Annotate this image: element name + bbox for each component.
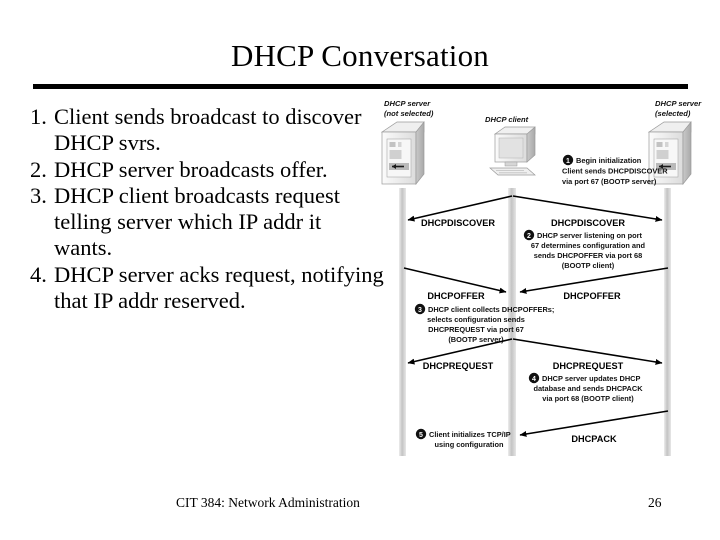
- desktop-computer-icon: [489, 126, 536, 176]
- footer-course-label: CIT 384: Network Administration: [176, 495, 360, 510]
- actor-label-server-right-line1: DHCP server: [655, 99, 702, 108]
- message-label-dhcpoffer-left: DHCPOFFER: [427, 291, 485, 301]
- message-arrow-dhcprequest-left: [407, 338, 513, 365]
- message-label-dhcpdiscover-left: DHCPDISCOVER: [421, 218, 495, 228]
- step-3-line-3: DHCPREQUEST via port 67: [428, 325, 524, 334]
- list-item-text: DHCP server acks request, notifying that…: [54, 261, 384, 314]
- list-item-text: DHCP server broadcasts offer.: [54, 156, 328, 182]
- step-4-line-1: DHCP server updates DHCP: [542, 374, 641, 383]
- list-item: 3. DHCP client broadcasts request tellin…: [24, 183, 384, 262]
- step-2-line-4: (BOOTP client): [562, 261, 615, 270]
- step-number-4: 4: [532, 376, 536, 383]
- message-arrow-dhcpoffer-right: [519, 267, 669, 294]
- message-arrow-dhcprequest-right: [512, 338, 663, 365]
- list-item: 4. DHCP server acks request, notifying t…: [24, 262, 384, 315]
- actor-label-server-left-line1: DHCP server: [384, 99, 431, 108]
- numbered-list: 1. Client sends broadcast to discover DH…: [24, 104, 384, 314]
- list-item-number: 2.: [30, 156, 47, 182]
- actor-label-server-right-line2: (selected): [655, 109, 691, 118]
- list-item: 2. DHCP server broadcasts offer.: [24, 157, 384, 183]
- footer-page-number: 26: [648, 495, 662, 510]
- step-callout-3: 3 DHCP client collects DHCPOFFERs; selec…: [414, 303, 554, 344]
- message-label-dhcprequest-right: DHCPREQUEST: [553, 361, 624, 371]
- step-number-5: 5: [419, 432, 423, 439]
- step-5-line-2: using configuration: [435, 440, 504, 449]
- title-divider: [33, 84, 688, 89]
- list-item-number: 3.: [30, 182, 47, 208]
- step-number-1: 1: [566, 158, 570, 165]
- step-3-line-4: (BOOTP server): [448, 335, 504, 344]
- step-1-line-2: Client sends DHCPDISCOVER: [562, 167, 668, 176]
- message-arrow-dhcpdiscover-right: [512, 195, 663, 222]
- step-2-line-3: sends DHCPOFFER via port 68: [534, 251, 642, 260]
- step-number-3: 3: [418, 307, 422, 314]
- step-callout-4: 4 DHCP server updates DHCP database and …: [528, 372, 643, 403]
- message-arrow-dhcpack: [519, 410, 669, 437]
- step-number-2: 2: [527, 233, 531, 240]
- step-2-line-1: DHCP server listening on port: [537, 231, 643, 240]
- message-label-dhcpdiscover-right: DHCPDISCOVER: [551, 218, 625, 228]
- list-item-number: 1.: [30, 104, 47, 129]
- message-label-dhcprequest-left: DHCPREQUEST: [423, 361, 494, 371]
- step-4-line-3: via port 68 (BOOTP client): [542, 394, 634, 403]
- message-arrow-dhcpoffer-left: [403, 267, 507, 294]
- step-3-line-1: DHCP client collects DHCPOFFERs;: [428, 305, 554, 314]
- step-callout-5: 5 Client initializes TCP/IP using config…: [415, 428, 511, 449]
- list-item-text: DHCP client broadcasts request telling s…: [54, 182, 340, 261]
- step-callout-1: 1 Begin initialization Client sends DHCP…: [562, 154, 668, 186]
- step-5-line-1: Client initializes TCP/IP: [429, 430, 511, 439]
- step-1-line-3: via port 67 (BOOTP server): [562, 177, 657, 186]
- lifeline-server-left: [399, 188, 406, 456]
- list-item-text: Client sends broadcast to discover DHCP …: [54, 104, 362, 156]
- actor-label-client: DHCP client: [485, 115, 529, 124]
- actor-label-server-left-line2: (not selected): [384, 109, 434, 118]
- dhcp-sequence-diagram: DHCP server (not selected) DHCP client D…: [372, 96, 720, 468]
- lifeline-server-right: [664, 188, 671, 456]
- message-label-dhcpack: DHCPACK: [571, 434, 617, 444]
- step-1-line-1: Begin initialization: [576, 156, 642, 165]
- tower-server-icon: [380, 121, 425, 185]
- page-title: DHCP Conversation: [231, 38, 489, 73]
- step-3-line-2: selects configuration sends: [427, 315, 525, 324]
- tower-server-icon: [647, 121, 692, 185]
- list-item-number: 4.: [30, 261, 47, 287]
- step-4-line-2: database and sends DHCPACK: [533, 384, 643, 393]
- message-label-dhcpoffer-right: DHCPOFFER: [563, 291, 621, 301]
- message-arrow-dhcpdiscover-left: [407, 195, 513, 222]
- list-item: 1. Client sends broadcast to discover DH…: [24, 104, 384, 157]
- step-callout-2: 2 DHCP server listening on port 67 deter…: [523, 229, 646, 270]
- step-2-line-2: 67 determines configuration and: [531, 241, 646, 250]
- lifeline-client: [508, 188, 516, 456]
